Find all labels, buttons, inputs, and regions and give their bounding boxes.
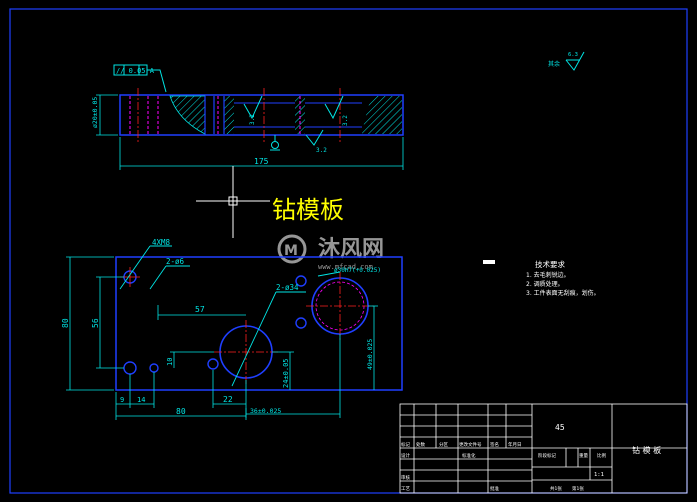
front-view-outline bbox=[115, 256, 403, 391]
front-view: 4XM8 2-ø6 2-ø34 ø30H7(+0.025) 80 56 57 1… bbox=[61, 238, 403, 420]
tb-label-gongyi: 工艺 bbox=[401, 486, 410, 492]
tech-requirements: 技术要求 1. 去毛刺锐边。 2. 调质处理。 3. 工件表面无刮痕，划伤。 bbox=[526, 259, 600, 297]
roughness-note-value: 6.3 bbox=[568, 52, 578, 58]
dim-57: 57 bbox=[195, 305, 205, 314]
flatness-label: // 0.05 A bbox=[116, 67, 155, 75]
label-2xd6: 2-ø6 bbox=[166, 257, 185, 266]
watermark-brand: 沐风网 bbox=[318, 237, 384, 262]
dim-9: 9 bbox=[120, 396, 124, 404]
tb-label-genggai: 更改文件号 bbox=[459, 441, 482, 448]
dim-56: 56 bbox=[91, 318, 100, 328]
top-left-dimension: ø20±0.05 bbox=[91, 97, 99, 128]
roughness-note-label: 其余 bbox=[548, 60, 560, 68]
dim-36: 36±0.025 bbox=[250, 407, 281, 415]
tb-label-nianyueri: 年月日 bbox=[508, 441, 522, 448]
tech-requirement-2: 2. 调质处理。 bbox=[526, 280, 564, 288]
tb-label-di: 第1张 bbox=[572, 485, 584, 492]
title-block-text: 45 钻 模 板 1:1 标记 处数 分区 更改文件号 签名 年月日 设计 标准… bbox=[401, 423, 661, 492]
tb-label-pizhun: 批准 bbox=[490, 485, 499, 492]
top-view-outline bbox=[119, 94, 404, 136]
roughness-note: 其余 6.3 bbox=[548, 51, 585, 71]
tb-label-jieduan: 阶段标记 bbox=[538, 452, 556, 459]
tb-label-bili: 比例 bbox=[597, 452, 606, 459]
tb-label-sheji: 设计 bbox=[401, 452, 410, 459]
tech-requirements-heading: 技术要求 bbox=[535, 259, 565, 269]
watermark-url: www.mfcad.com bbox=[318, 263, 373, 271]
dim-10: 10 bbox=[166, 358, 174, 366]
tb-label-chushu: 处数 bbox=[416, 441, 425, 448]
watermark: M 沐风网 www.mfcad.com bbox=[277, 234, 384, 271]
material: 45 bbox=[555, 423, 565, 432]
svg-text:M: M bbox=[284, 243, 298, 259]
roughness-b: 3.2 bbox=[342, 115, 349, 126]
label-bore: ø30H7(+0.025) bbox=[334, 267, 381, 274]
tb-label-biaozhunhua: 标准化 bbox=[462, 452, 476, 459]
roughness-c: 3.2 bbox=[316, 147, 327, 154]
tb-label-shenhe: 审核 bbox=[401, 474, 410, 481]
crosshair-cursor bbox=[196, 166, 270, 238]
dim-22: 22 bbox=[223, 395, 233, 404]
drawing-border bbox=[9, 8, 688, 494]
tb-label-fenqu: 分区 bbox=[439, 441, 448, 448]
tb-label-qianming: 签名 bbox=[490, 441, 499, 448]
label-4xm8: 4XM8 bbox=[152, 238, 171, 247]
dim-49: 49±0.025 bbox=[366, 339, 374, 370]
length-dimension: 175 bbox=[254, 157, 269, 166]
dim-24: 24±0.05 bbox=[282, 358, 290, 388]
scale: 1:1 bbox=[594, 472, 604, 478]
part-name: 钻 模 板 bbox=[632, 445, 661, 455]
top-view: // 0.05 A 3.2 bbox=[91, 64, 404, 170]
marker-block bbox=[483, 260, 495, 264]
tb-label-zhongliang: 重量 bbox=[579, 452, 588, 459]
dim-height-80: 80 bbox=[61, 318, 70, 328]
dim-width-80: 80 bbox=[176, 407, 186, 416]
dim-14: 14 bbox=[137, 396, 145, 404]
label-2xd34: 2-ø34 bbox=[276, 283, 299, 292]
drawing-title: 钻模板 bbox=[272, 196, 344, 224]
tech-requirement-1: 1. 去毛刺锐边。 bbox=[526, 271, 570, 279]
tech-requirement-3: 3. 工件表面无刮痕，划伤。 bbox=[526, 289, 600, 297]
title-block bbox=[399, 403, 688, 494]
tb-label-biaoji: 标记 bbox=[401, 441, 410, 448]
roughness-a: 3.2 bbox=[249, 114, 256, 125]
tb-label-gong: 共1张 bbox=[550, 485, 562, 492]
datum-marker bbox=[271, 141, 279, 149]
